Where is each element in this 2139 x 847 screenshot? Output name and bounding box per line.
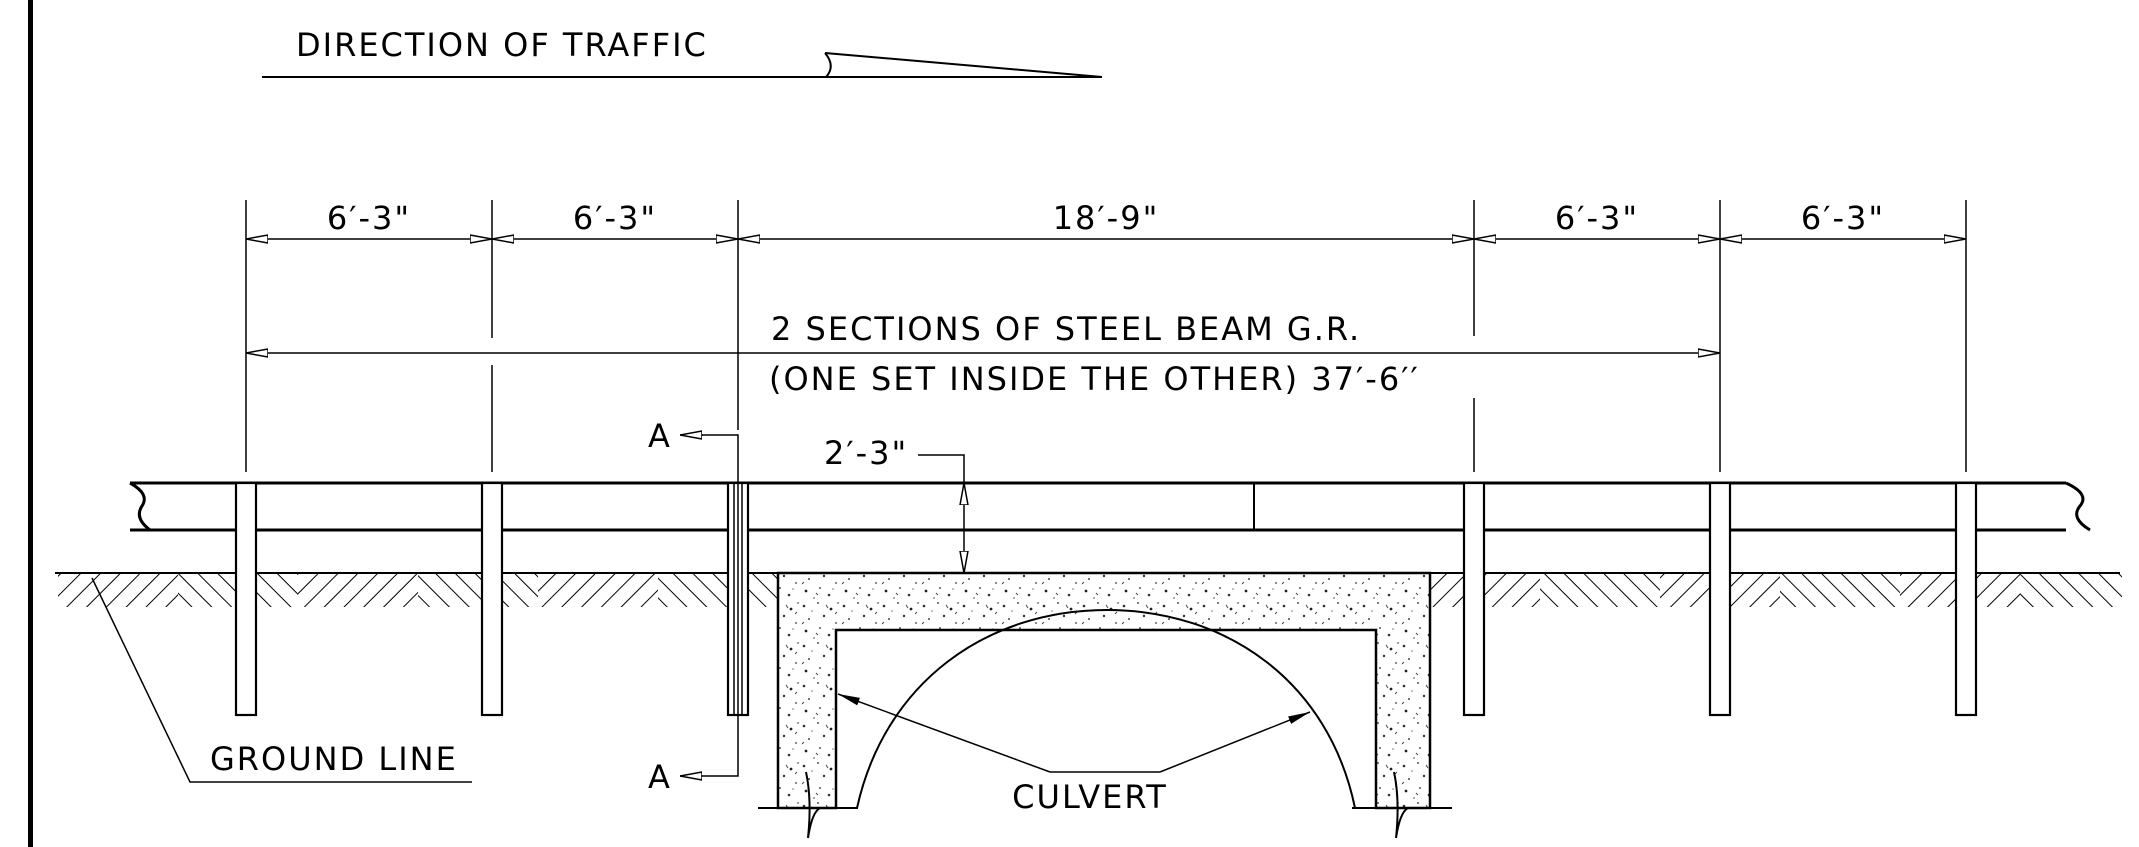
clearance-dimension: 2′-3" <box>824 434 964 573</box>
spacing-dim-4: 6′-3" <box>1555 199 1639 237</box>
culvert-pipe <box>856 608 1356 809</box>
traffic-arrow-icon <box>824 52 1103 78</box>
section-a-marker: A A <box>648 417 739 796</box>
beam-note-line2: (ONE SET INSIDE THE OTHER) 37′-6′′ <box>769 360 1420 398</box>
spacing-dim-2: 6′-3" <box>573 199 657 237</box>
clearance-label: 2′-3" <box>824 434 908 472</box>
guardrail-beam <box>129 481 2091 532</box>
culvert-headwall <box>758 571 1452 839</box>
post-spacing-dimensions: 6′-3" 6′-3" 18′-9" 6′-3" 6′-3" <box>246 199 1966 239</box>
culvert-label: CULVERT <box>1012 778 1168 816</box>
spacing-dim-5: 6′-3" <box>1801 199 1885 237</box>
section-mark-top: A <box>648 417 672 455</box>
ground-line-label: GROUND LINE <box>210 740 458 778</box>
beam-length-dimension: 2 SECTIONS OF STEEL BEAM G.R. (ONE SET I… <box>246 310 1720 398</box>
culvert-callout: CULVERT <box>837 693 1311 816</box>
ground-line-callout: GROUND LINE <box>91 577 472 783</box>
spacing-dim-1: 6′-3" <box>327 199 411 237</box>
ground-hatch-right <box>1430 572 2122 607</box>
section-mark-bottom: A <box>648 758 672 796</box>
guardrail-posts <box>234 481 1978 717</box>
sheet-border <box>28 0 33 847</box>
spacing-dim-3: 18′-9" <box>1053 199 1160 237</box>
ground-hatch-left <box>55 572 778 607</box>
beam-note-line1: 2 SECTIONS OF STEEL BEAM G.R. <box>771 310 1361 348</box>
traffic-direction-indicator: DIRECTION OF TRAFFIC <box>262 26 1103 78</box>
traffic-direction-label: DIRECTION OF TRAFFIC <box>296 26 708 64</box>
